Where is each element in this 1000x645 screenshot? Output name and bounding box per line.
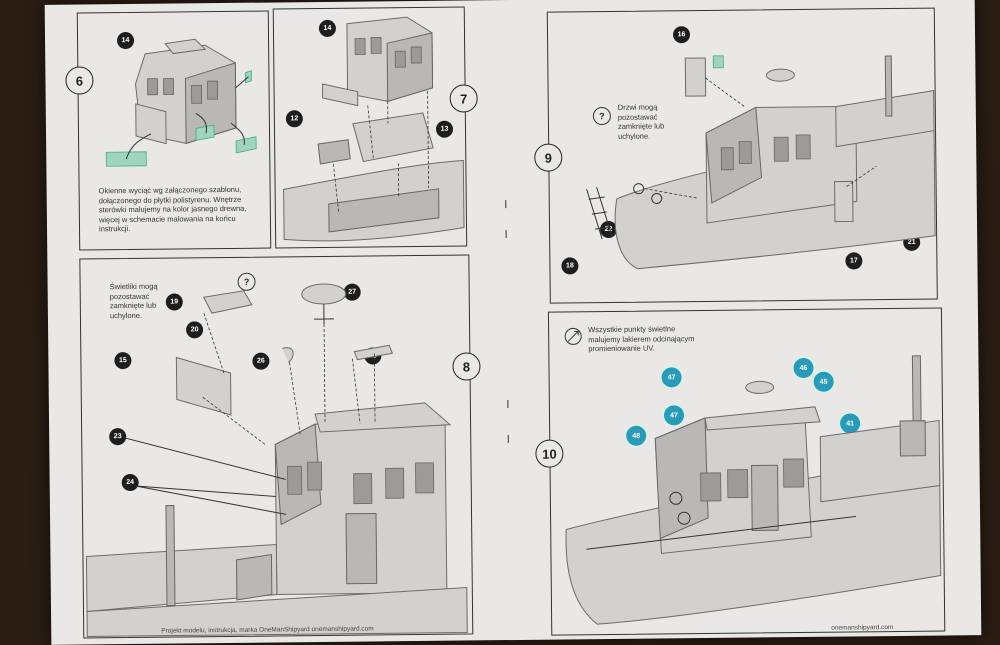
footer-credit-right: onemanshipyard.com	[831, 624, 894, 632]
note-step-10: Wszystkie punkty świetlne malujemy lakie…	[588, 324, 695, 354]
cabin-assembly-illustration-step-7	[283, 16, 465, 242]
step-number-6: 6	[65, 66, 94, 95]
hull-illustration-step-9	[586, 55, 936, 270]
note-step-6: Okienne wyciąć wg załączonego szablonu, …	[98, 184, 247, 234]
instruction-sheet: 6 14 Okienne wyciąć wg załączonego szabl…	[44, 0, 982, 645]
cabin-illustration-step-6	[105, 38, 257, 167]
binding-holes	[505, 200, 509, 444]
finished-tug-illustration-step-10	[565, 355, 942, 625]
wheelhouse-illustration-step-8	[85, 283, 468, 637]
part-label-46: 46	[792, 356, 815, 380]
paint-brush-icon	[564, 327, 582, 345]
